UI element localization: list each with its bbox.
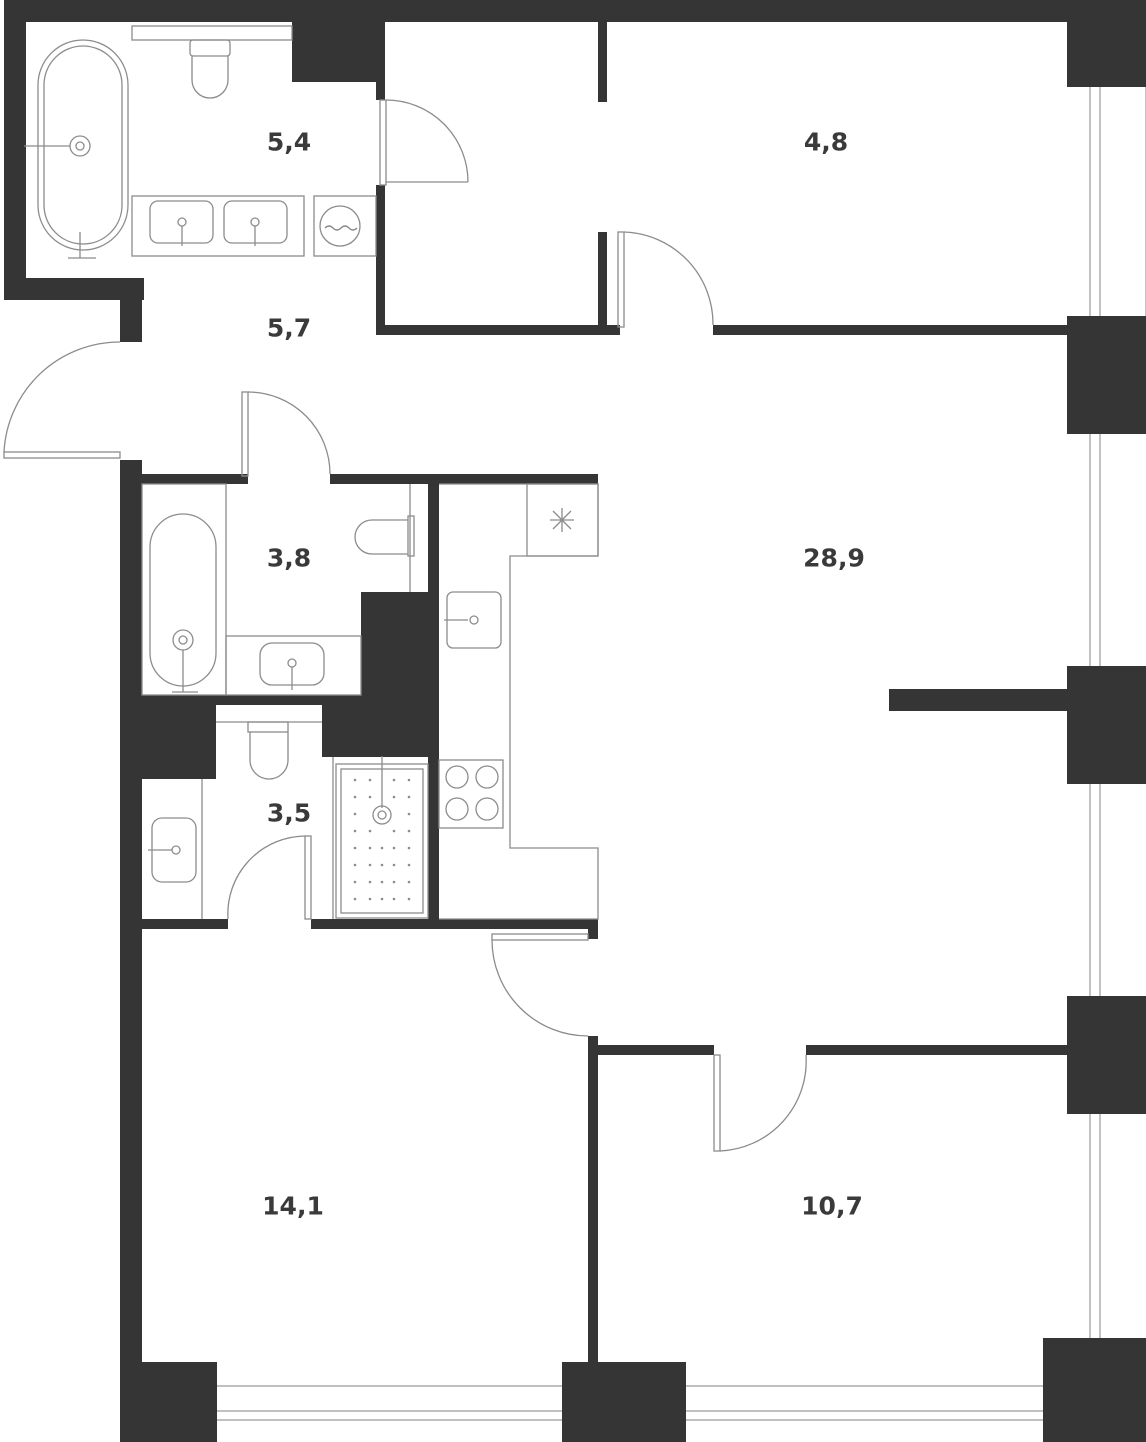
- wall-shower-bottom-right: [311, 919, 598, 929]
- cooktop-icon: [438, 759, 504, 829]
- toilet-icon-bath: [354, 515, 415, 557]
- shower-tray-icon: [335, 756, 429, 919]
- window-right-4: [1089, 1114, 1101, 1338]
- room-area-dressing-room: 4,8: [804, 128, 848, 157]
- room-area-bathroom: 3,8: [267, 544, 311, 573]
- wall-shaft-middle: [322, 695, 436, 757]
- exterior-pier-right-2: [1067, 666, 1146, 784]
- door-bathroom: [241, 391, 331, 477]
- washing-machine-icon: [313, 195, 377, 257]
- wall-bath-top-right: [330, 474, 598, 484]
- window-right-1: [1089, 87, 1146, 316]
- room-area-master-bathroom: 5,4: [267, 128, 311, 157]
- bathtub-icon: [24, 39, 129, 259]
- window-bottom-right: [686, 1385, 1043, 1421]
- door-bedroom-left: [491, 933, 589, 1037]
- room-area-bedroom-right: 10,7: [801, 1192, 863, 1221]
- door-dressing-room: [617, 231, 714, 328]
- exterior-wall-left-lower: [120, 460, 142, 1442]
- wall-shaft-left: [120, 695, 216, 779]
- wall-dressing-bottom: [376, 325, 620, 335]
- exterior-corner-bottom-right: [1043, 1338, 1146, 1442]
- double-vanity: [131, 195, 305, 257]
- wall-bath-shaft: [292, 22, 384, 82]
- exterior-wall-left-upper: [4, 0, 26, 300]
- exterior-pier-bottom-left: [120, 1362, 217, 1442]
- room-area-hallway: 5,7: [267, 314, 311, 343]
- window-right-3: [1089, 784, 1101, 996]
- sink-icon-shower: [148, 817, 197, 883]
- exterior-corner-top-right: [1067, 0, 1146, 87]
- exterior-wall-bath-bottom: [4, 278, 144, 300]
- wall-hall-left-stub: [120, 278, 142, 342]
- door-shower-room: [227, 835, 312, 920]
- fixtures: [24, 25, 599, 920]
- doors: [3, 99, 807, 1152]
- wall-living-partition: [889, 689, 1069, 711]
- wall-kitchen-end: [588, 919, 598, 939]
- tub-enclosure: [141, 483, 227, 696]
- sink-icon-bath: [225, 635, 362, 696]
- wall-bath-right-lower: [376, 185, 385, 335]
- shower-drain-dots: [353, 778, 411, 901]
- room-labels: 5,4 4,8 5,7 3,8 28,9 3,5 14,1 10,7: [262, 128, 865, 1221]
- entrance-door: [3, 341, 121, 459]
- wall-bedroom-right-top-right: [806, 1045, 1073, 1055]
- wall-dressing-bottom-right: [713, 325, 1073, 335]
- door-master-bath: [379, 99, 469, 186]
- door-bedroom-right: [713, 1054, 807, 1152]
- fridge-icon: [526, 483, 599, 557]
- windows: [217, 87, 1146, 1421]
- exterior-pier-right-3: [1067, 996, 1146, 1114]
- toilet-icon: [189, 39, 231, 99]
- bathtub-small-icon: [149, 513, 217, 693]
- wall-bedroom-right-top-left: [588, 1045, 714, 1055]
- room-area-shower-room: 3,5: [267, 799, 311, 828]
- wall-dressing-mid-upper: [598, 22, 607, 102]
- exterior-pier-right-1: [1067, 316, 1146, 434]
- wall-bath-top-left: [120, 474, 248, 484]
- room-area-bedroom-left: 14,1: [262, 1192, 324, 1221]
- exterior-wall-top: [4, 0, 1126, 22]
- wall-shower-bottom-left: [120, 919, 228, 929]
- wall-bath-right-upper: [376, 22, 385, 100]
- counter-top: [131, 25, 293, 41]
- toilet-icon-shower: [247, 721, 289, 780]
- window-bottom-left: [217, 1385, 562, 1421]
- wall-shaft-small: [361, 592, 434, 698]
- wall-bedroom-divider: [588, 1036, 598, 1370]
- kitchen-sink-icon: [444, 591, 502, 649]
- wall-bath-bottom: [120, 695, 436, 705]
- walls: [4, 0, 1146, 1442]
- window-right-2: [1089, 434, 1101, 666]
- wall-dressing-mid-lower: [598, 232, 607, 330]
- kitchen-counter: [439, 483, 599, 920]
- exterior-pier-bottom-middle: [562, 1362, 686, 1442]
- room-area-living-kitchen: 28,9: [803, 544, 865, 573]
